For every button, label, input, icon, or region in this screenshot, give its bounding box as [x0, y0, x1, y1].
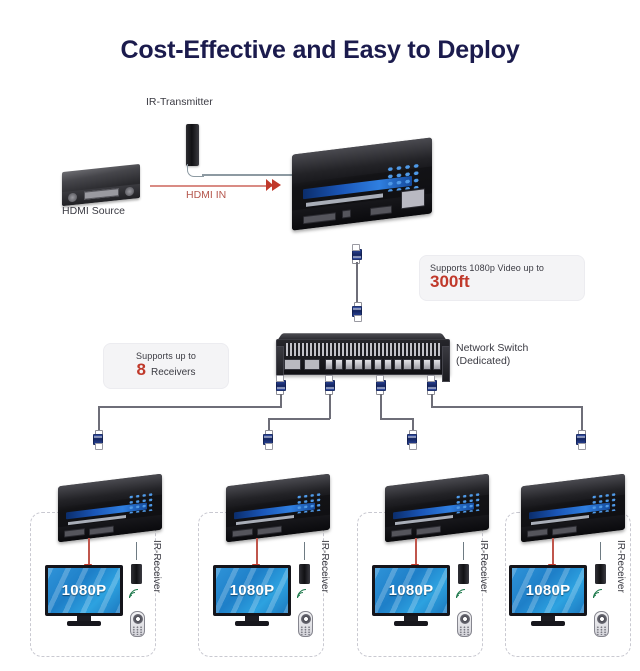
distance-callout-text: Supports 1080p Video up to — [430, 263, 545, 273]
extender-led — [342, 209, 352, 219]
distribution-cable — [280, 394, 282, 407]
rj45-connector-icon — [325, 375, 335, 395]
page-title: Cost-Effective and Easy to Deploy — [120, 36, 520, 64]
network-switch-label-line2: (Dedicated) — [456, 355, 511, 367]
display-monitor: 1080P — [509, 565, 587, 627]
hdmi-source-label: HDMI Source — [62, 205, 126, 217]
distribution-cable — [268, 418, 270, 434]
remote-control-icon — [457, 611, 472, 637]
ir-transmitter-cable — [187, 164, 204, 177]
rj45-connector-icon — [576, 430, 586, 450]
distribution-cable — [268, 418, 330, 420]
hdmi-extender-receiver — [521, 473, 625, 543]
monitor-resolution-text: 1080P — [61, 582, 107, 599]
ir-signal-waves-icon — [293, 585, 319, 611]
display-monitor: 1080P — [372, 565, 450, 627]
ir-transmitter-label: IR-Transmitter — [146, 96, 213, 108]
remote-control-icon — [298, 611, 313, 637]
display-monitor: 1080P — [45, 565, 123, 627]
extender-rj45-port — [400, 187, 425, 210]
ir-receiver-label: IR-Receiver — [151, 540, 162, 593]
remote-control-icon — [130, 611, 145, 637]
distance-callout-value: 300ft — [430, 272, 470, 291]
monitor-resolution-text: 1080P — [525, 582, 571, 599]
ir-transmitter-cable-run — [202, 174, 302, 176]
network-switch-device — [276, 333, 450, 382]
ir-signal-waves-icon — [589, 585, 615, 611]
display-monitor: 1080P — [213, 565, 291, 627]
receivers-callout-text: Supports up to — [136, 351, 196, 361]
hdmi-connection-line — [150, 185, 275, 187]
switch-port-row — [325, 359, 442, 370]
receivers-callout-tail: Receivers — [151, 367, 196, 378]
hdmi-arrow-icon — [272, 179, 281, 191]
hdmi-extender-receiver — [58, 473, 162, 543]
ir-receiver-eye-icon — [131, 542, 142, 584]
rj45-connector-icon — [352, 244, 362, 264]
distribution-cable — [431, 406, 582, 408]
distribution-cable — [412, 418, 414, 434]
ir-transmitter-emitter-icon — [186, 124, 199, 166]
rj45-connector-icon — [276, 375, 286, 395]
hdmi-extender-transmitter — [292, 137, 432, 231]
ir-receiver-label: IR-Receiver — [478, 540, 489, 593]
receivers-callout: Supports up to 8 Receivers — [104, 344, 228, 388]
distribution-cable — [98, 406, 100, 434]
distribution-cable — [380, 394, 382, 419]
distribution-cable — [431, 394, 433, 407]
hdmi-extender-receiver — [385, 473, 489, 543]
hdmi-source-device — [62, 163, 140, 207]
distribution-cable — [329, 394, 331, 419]
ir-receiver-label: IR-Receiver — [615, 540, 626, 593]
monitor-resolution-text: 1080P — [229, 582, 275, 599]
ir-receiver-eye-icon — [595, 542, 606, 584]
ir-signal-waves-icon — [452, 585, 478, 611]
hdmi-extender-receiver — [226, 473, 330, 543]
rj45-connector-icon — [93, 430, 103, 450]
rj45-connector-icon — [352, 302, 362, 322]
distribution-cable — [98, 406, 282, 408]
ir-signal-waves-icon — [125, 585, 151, 611]
rj45-connector-icon — [427, 375, 437, 395]
distribution-cable — [581, 406, 583, 434]
monitor-resolution-text: 1080P — [388, 582, 434, 599]
hdmi-arrow-icon-outer — [266, 179, 273, 191]
remote-control-icon — [594, 611, 609, 637]
rj45-connector-icon — [263, 430, 273, 450]
rj45-connector-icon — [376, 375, 386, 395]
distribution-cable — [380, 418, 413, 420]
ir-receiver-eye-icon — [299, 542, 310, 584]
trunk-cable-vertical — [356, 262, 358, 304]
ir-receiver-label: IR-Receiver — [319, 540, 330, 593]
network-switch-label-line1: Network Switch — [456, 342, 529, 354]
distance-callout: Supports 1080p Video up to 300ft — [420, 256, 584, 300]
receivers-callout-value: 8 — [136, 360, 146, 379]
rj45-connector-icon — [407, 430, 417, 450]
ir-receiver-eye-icon — [458, 542, 469, 584]
hdmi-in-label: HDMI IN — [186, 189, 227, 201]
